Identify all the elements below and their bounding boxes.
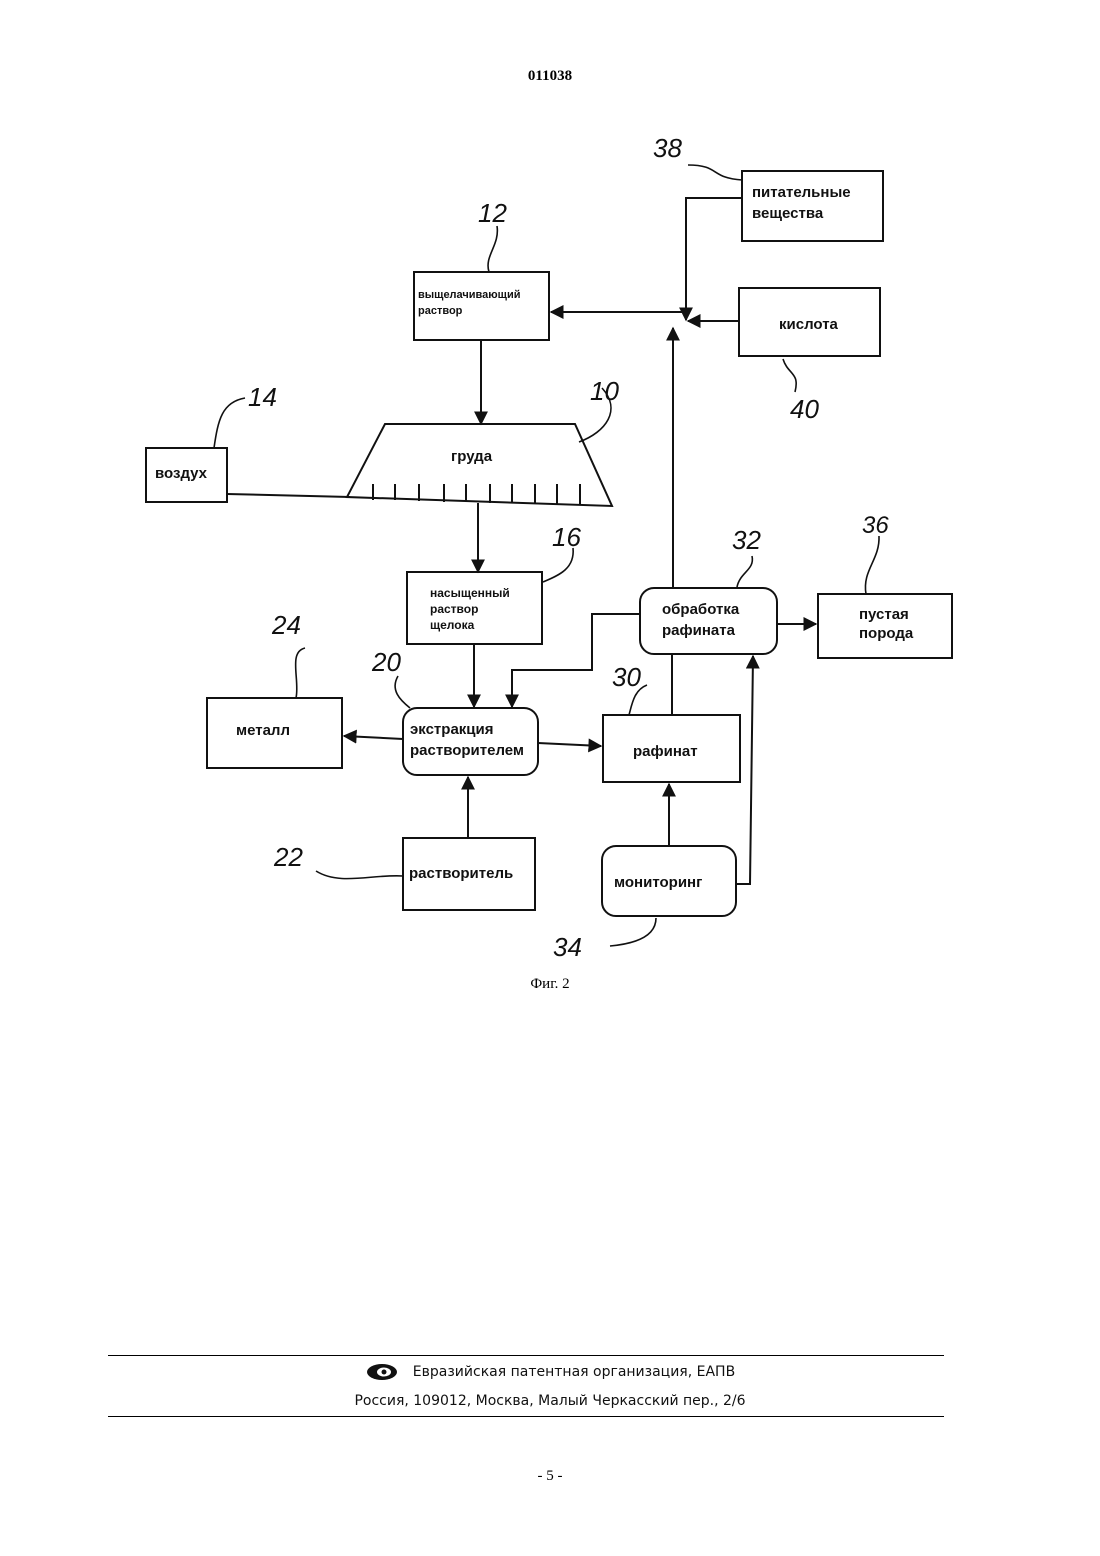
leader-34 bbox=[610, 918, 656, 946]
footer-divider-top bbox=[108, 1355, 944, 1356]
page-number: - 5 - bbox=[0, 1468, 1100, 1485]
pls-label-2: раствор bbox=[430, 602, 478, 616]
leader-14 bbox=[214, 398, 245, 448]
ref-24: 24 bbox=[271, 610, 301, 640]
flow-treatment-to-sx bbox=[512, 614, 640, 707]
monitoring-label: мониторинг bbox=[614, 874, 702, 891]
pls-label-3: щелока bbox=[430, 618, 475, 632]
leader-38 bbox=[688, 165, 742, 180]
ref-38: 38 bbox=[653, 133, 682, 163]
ref-36: 36 bbox=[862, 512, 889, 539]
ref-12: 12 bbox=[478, 198, 507, 228]
leader-16 bbox=[543, 548, 573, 582]
flow-sx-to-raffinate bbox=[538, 743, 601, 746]
raffinate-treatment-box bbox=[640, 588, 777, 654]
ref-22: 22 bbox=[273, 842, 303, 872]
ref-20: 20 bbox=[371, 647, 401, 677]
tailings-label-1: пустая bbox=[859, 606, 909, 623]
ref-32: 32 bbox=[732, 525, 761, 555]
air-label: воздух bbox=[155, 465, 208, 482]
leader-12 bbox=[488, 226, 497, 272]
flow-monitoring-to-treatment bbox=[736, 656, 753, 884]
leader-36 bbox=[865, 536, 879, 594]
flow-nutrients-to-junction bbox=[686, 198, 742, 320]
footer-organization: Евразийская патентная организация, ЕАПВ bbox=[0, 1362, 1100, 1382]
ref-30: 30 bbox=[612, 662, 641, 692]
raffinate-label: рафинат bbox=[633, 743, 698, 760]
heap-ticks bbox=[227, 484, 580, 505]
footer-address: Россия, 109012, Москва, Малый Черкасский… bbox=[0, 1393, 1100, 1409]
nutrients-label-1: питательные bbox=[752, 184, 851, 201]
treatment-label-1: обработка bbox=[662, 601, 740, 618]
solvent-label: растворитель bbox=[409, 865, 513, 882]
leach-label-2: раствор bbox=[418, 305, 463, 317]
ref-34: 34 bbox=[553, 932, 582, 962]
acid-label: кислота bbox=[779, 316, 839, 333]
leader-20 bbox=[395, 676, 410, 708]
leader-24 bbox=[296, 648, 305, 698]
eapo-logo-icon bbox=[365, 1362, 399, 1382]
heap-label: груда bbox=[451, 448, 493, 465]
tailings-label-2: порода bbox=[859, 625, 914, 642]
footer-org-text: Евразийская патентная организация, ЕАПВ bbox=[413, 1364, 735, 1380]
heap-shape bbox=[347, 424, 612, 506]
figure-caption: Фиг. 2 bbox=[0, 976, 1100, 993]
metal-label: металл bbox=[236, 722, 290, 739]
ref-16: 16 bbox=[552, 522, 581, 552]
treatment-label-2: рафината bbox=[662, 622, 736, 639]
ref-40: 40 bbox=[790, 394, 819, 424]
nutrients-label-2: вещества bbox=[752, 205, 824, 222]
sx-label-1: экстракция bbox=[410, 721, 494, 738]
ref-14: 14 bbox=[248, 382, 277, 412]
leader-22 bbox=[316, 871, 403, 879]
sx-label-2: растворителем bbox=[410, 742, 524, 759]
ref-10: 10 bbox=[590, 376, 619, 406]
flow-sx-to-metal bbox=[344, 736, 403, 739]
footer-divider-bottom bbox=[108, 1416, 944, 1417]
leader-32 bbox=[737, 556, 752, 587]
leach-label-1: выщелачивающий bbox=[418, 289, 520, 301]
pls-label-1: насыщенный bbox=[430, 586, 510, 600]
leader-40 bbox=[783, 359, 796, 392]
